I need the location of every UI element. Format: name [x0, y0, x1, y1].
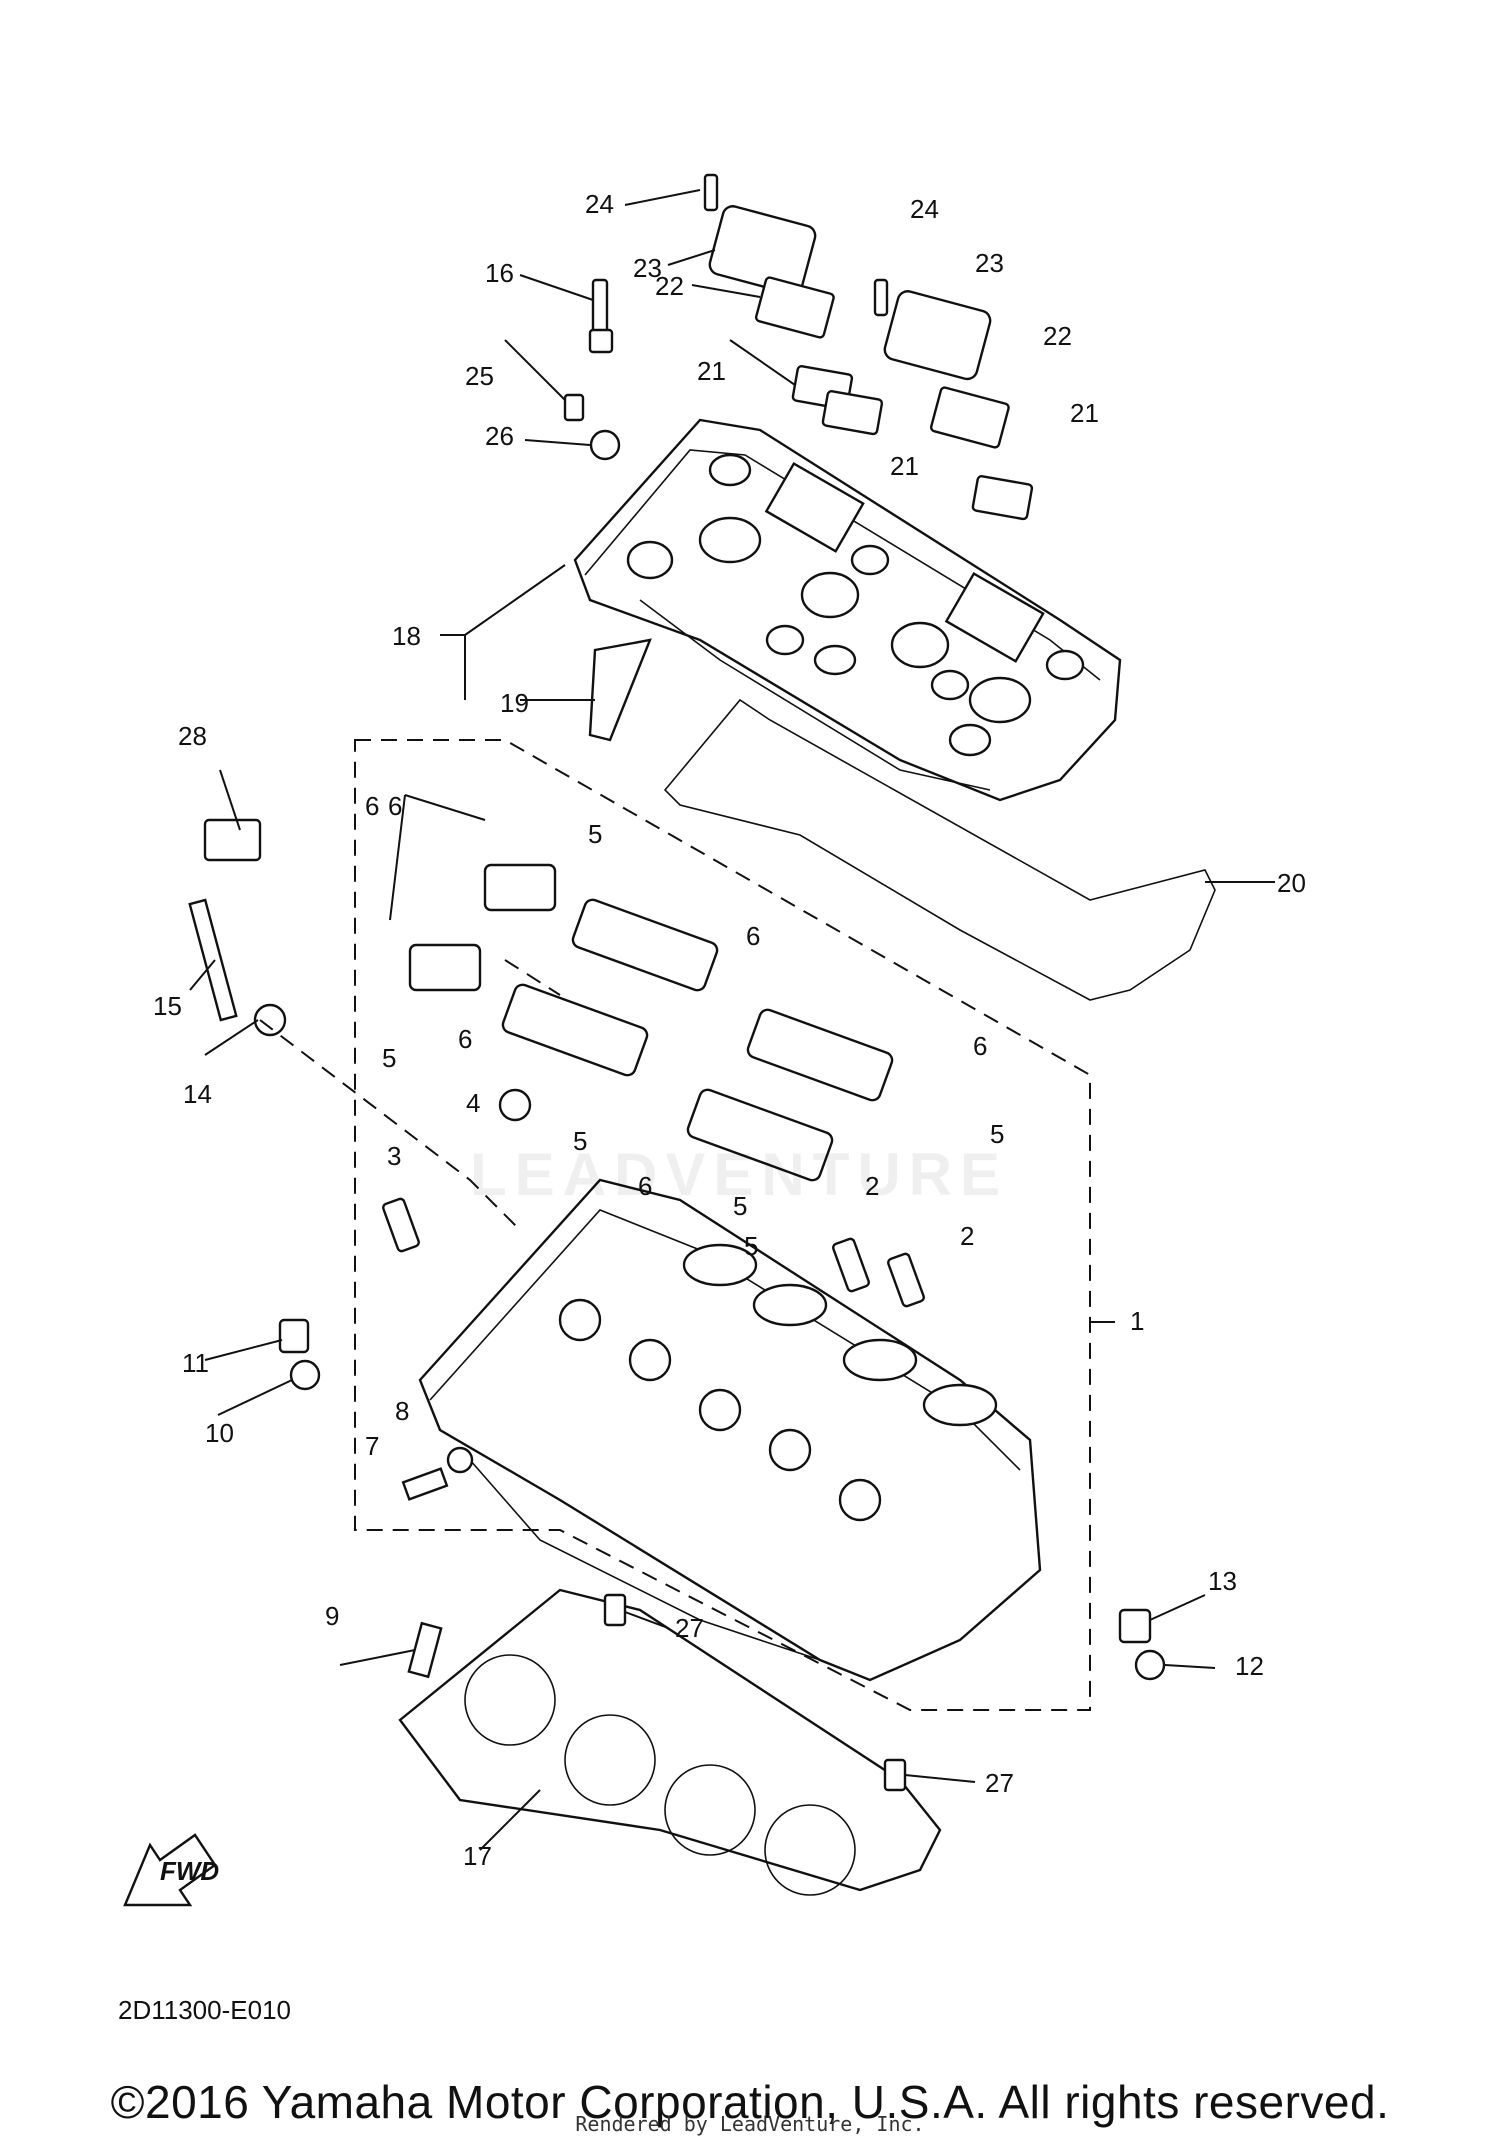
callout-27: 27 — [675, 1613, 704, 1643]
callout-23: 23 — [633, 253, 662, 283]
callout-17: 17 — [463, 1841, 492, 1871]
callout-14: 14 — [183, 1079, 212, 1109]
head-gasket — [398, 1588, 942, 1896]
fwd-arrow: FWD — [123, 1833, 219, 1907]
assembly-boundary — [354, 739, 1091, 1711]
callout-27: 27 — [985, 1768, 1014, 1798]
callout-26: 26 — [485, 421, 514, 451]
dashed-leader — [504, 959, 561, 996]
callout-23: 23 — [975, 248, 1004, 278]
watermark: LEADVENTURE — [470, 1141, 1009, 1208]
camshaft-caps — [408, 863, 894, 1182]
callout-21: 21 — [697, 356, 726, 386]
callout-6b: 6 — [365, 791, 379, 821]
callout-5: 5 — [733, 1191, 747, 1221]
dashed-leader — [259, 1019, 521, 1231]
callout-15: 15 — [153, 991, 182, 1021]
small-parts — [188, 173, 1166, 1792]
callout-5: 5 — [744, 1231, 758, 1261]
callout-28: 28 — [178, 721, 207, 751]
callout-21: 21 — [1070, 398, 1099, 428]
callout-21: 21 — [890, 451, 919, 481]
callout-3: 3 — [387, 1141, 401, 1171]
callout-12: 12 — [1235, 1651, 1264, 1681]
callout-6: 6 — [973, 1031, 987, 1061]
callout-2: 2 — [960, 1221, 974, 1251]
callout-19: 19 — [500, 688, 529, 718]
callout-6: 6 — [388, 791, 402, 821]
callout-7: 7 — [365, 1431, 379, 1461]
callout-10: 10 — [205, 1418, 234, 1448]
callout-11: 11 — [182, 1348, 209, 1378]
callout-25: 25 — [465, 361, 494, 391]
callouts: 1 2 2 3 4 5 5 5 5 5 5 6 6 6 6 6 6 7 8 9 … — [153, 189, 1306, 1871]
callout-2: 2 — [865, 1171, 879, 1201]
callout-5: 5 — [990, 1119, 1004, 1149]
copyright-notice: ©2016 Yamaha Motor Corporation, U.S.A. A… — [110, 2076, 1390, 2128]
callout-18: 18 — [392, 621, 421, 651]
callout-5: 5 — [588, 819, 602, 849]
callout-6: 6 — [746, 921, 760, 951]
callout-24: 24 — [910, 194, 939, 224]
callout-13: 13 — [1208, 1566, 1237, 1596]
callout-22: 22 — [655, 271, 684, 301]
callout-24: 24 — [585, 189, 614, 219]
callout-5: 5 — [382, 1043, 396, 1073]
valve-cover — [573, 418, 1122, 802]
callout-16: 16 — [485, 258, 514, 288]
fwd-label: FWD — [160, 1856, 219, 1886]
leader-lines — [189, 189, 1275, 1851]
callout-6: 6 — [458, 1024, 472, 1054]
valve-cover-gasket — [663, 698, 1216, 1001]
rendered-by-notice: Rendered by LeadVenture, Inc. — [575, 2112, 925, 2136]
callout-4: 4 — [466, 1088, 480, 1118]
callout-5: 5 — [573, 1126, 587, 1156]
cylinder-head — [418, 1178, 1042, 1682]
callout-9: 9 — [325, 1601, 339, 1631]
callout-6: 6 — [638, 1171, 652, 1201]
callout-1: 1 — [1130, 1306, 1144, 1336]
reference-code: 2D11300-E010 — [118, 1995, 291, 2025]
callout-8: 8 — [395, 1396, 409, 1426]
callout-22: 22 — [1043, 321, 1072, 351]
callout-20: 20 — [1277, 868, 1306, 898]
